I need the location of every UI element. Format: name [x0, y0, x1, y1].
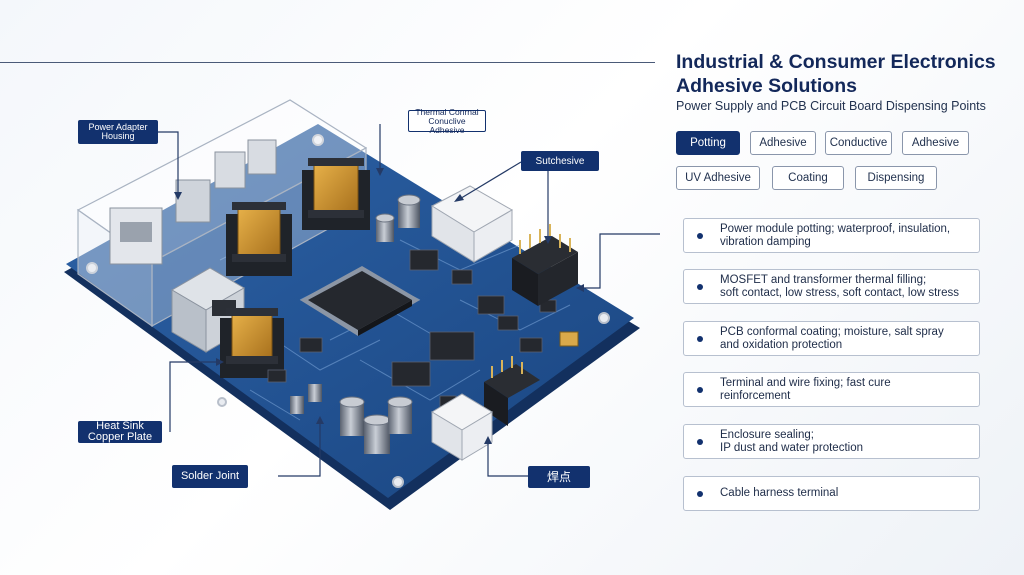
point-2-line1: MOSFET and transformer thermal filling;: [720, 273, 927, 286]
callout-solder-joint-text: Solder Joint: [180, 470, 240, 482]
small-ics: [267, 249, 557, 409]
mounting-holes: [86, 134, 610, 488]
title-line2: Adhesive Solutions: [676, 75, 857, 97]
point-5-line1: Enclosure sealing;: [720, 428, 814, 441]
callout-power-adapter-line1: Power Adapter: [88, 122, 148, 132]
callout-solder-joint: Solder Joint: [172, 465, 248, 488]
callout-solder-cn-text: 焊点: [546, 469, 571, 484]
pin-header-right: [512, 224, 578, 306]
leader-arrowheads: [174, 168, 584, 444]
callout-power-adapter-line2: Housing: [101, 131, 135, 141]
main-ic: [300, 266, 420, 336]
callout-sutchesive-text: Sutchesive: [535, 155, 585, 167]
point-6-line1: Cable harness terminal: [720, 487, 839, 499]
tag-adhesive-1[interactable]: Adhesive: [750, 131, 816, 155]
point-1-line1: Power module potting; waterproof, insula…: [720, 222, 951, 235]
transformer-1: [226, 202, 292, 276]
tag-coating[interactable]: Coating: [772, 166, 844, 190]
callout-sutchesive: Sutchesive: [521, 151, 599, 171]
tag-uv-adhesive[interactable]: UV Adhesive: [676, 166, 760, 190]
white-connector-bottom: [431, 393, 493, 461]
callout-thermal-line1: Thermal Conrnal: [415, 106, 479, 117]
transformer-3: [220, 308, 284, 378]
point-3-line2: and oxidation protection: [720, 338, 843, 351]
gold-component: [559, 331, 579, 347]
point-2-line2: soft contact, low stress, soft contact, …: [720, 286, 960, 299]
point-5-line2: IP dust and water protection: [720, 441, 863, 454]
capacitors: [290, 194, 421, 454]
tag-adhesive-2[interactable]: Adhesive: [902, 131, 969, 155]
bullet-dot: [697, 386, 703, 393]
point-item-3: PCB conformal coating; moisture, salt sp…: [683, 321, 980, 356]
tag-dispensing[interactable]: Dispensing: [855, 166, 937, 190]
point-4-line1: Terminal and wire fixing; fast cure: [720, 376, 891, 389]
point-item-2: MOSFET and transformer thermal filling;s…: [683, 269, 980, 304]
bullet-dot: [697, 232, 703, 239]
point-item-6: Cable harness terminal: [683, 476, 980, 511]
callout-heat-sink-line1: Heat Sink: [96, 420, 144, 432]
white-connector-top: [430, 185, 514, 263]
leader-lines: [117, 124, 660, 477]
tag-conductive[interactable]: Conductive: [825, 131, 892, 155]
point-1-line2: vibration damping: [720, 235, 811, 248]
point-item-5: Enclosure sealing;IP dust and water prot…: [683, 424, 980, 459]
bullet-dot: [697, 335, 703, 342]
pin-header-bottom: [484, 356, 540, 426]
point-4-line2: reinforcement: [720, 389, 791, 402]
bullet-dot: [697, 490, 703, 497]
bullet-dot: [697, 438, 703, 445]
bullet-dot: [697, 283, 703, 290]
page-title: Industrial & Consumer Electronics Adhesi…: [676, 50, 1016, 98]
tag-potting[interactable]: Potting: [676, 131, 740, 155]
header-rule: [0, 62, 655, 63]
point-item-1: Power module potting; waterproof, insula…: [683, 218, 980, 253]
title-line1: Industrial & Consumer Electronics: [676, 51, 996, 73]
pcb-illustration: [64, 99, 660, 510]
point-3-line1: PCB conformal coating; moisture, salt sp…: [720, 325, 944, 338]
callout-thermal-line2: Conuclive Adhesive: [428, 115, 466, 135]
transformer-2: [302, 158, 370, 230]
port-connectors: [109, 139, 277, 265]
callout-heat-sink-line2: Copper Plate: [87, 431, 153, 443]
page-subtitle: Power Supply and PCB Circuit Board Dispe…: [676, 99, 986, 113]
callout-solder-cn: 焊点: [528, 466, 590, 488]
